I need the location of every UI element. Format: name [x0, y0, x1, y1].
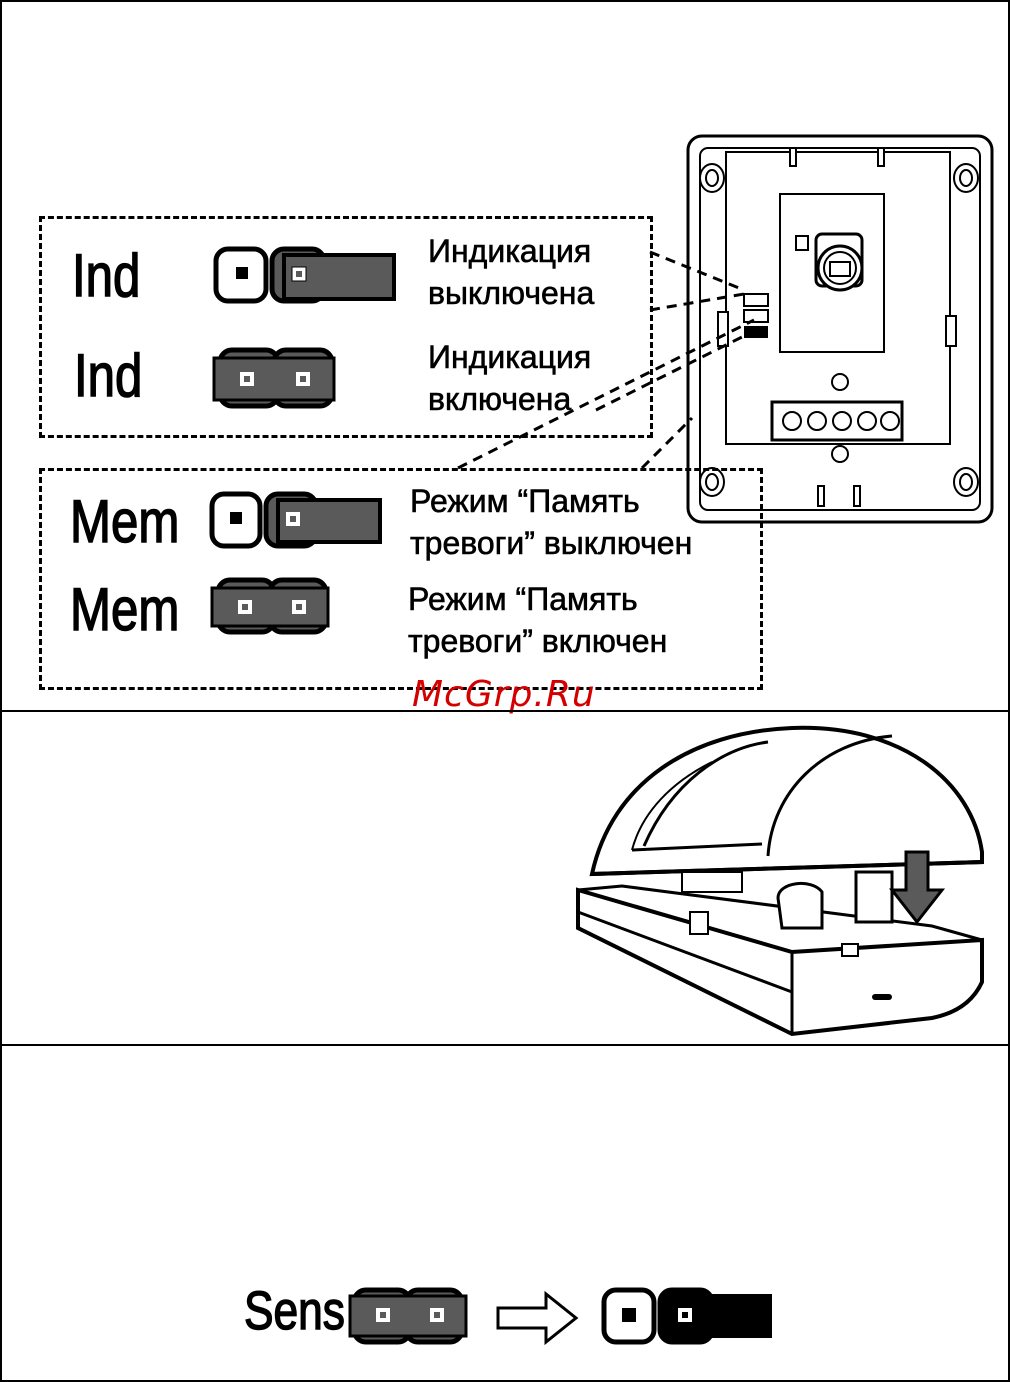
section-jumper-settings: Ind Индикация выключена Ind Индикация вк… — [2, 2, 1008, 710]
ind-off-label: Ind — [72, 246, 140, 306]
section-sensitivity: Sens — [2, 1046, 1008, 1382]
section-cover-closing — [2, 712, 1008, 1044]
mem-on-label: Mem — [70, 580, 179, 640]
mem-on-description: Режим “Память тревоги” включен — [408, 578, 667, 662]
jumper-pins-open-icon — [212, 245, 402, 305]
watermark: McGrp.Ru — [412, 674, 596, 715]
jumper-pins-closed-icon — [208, 576, 338, 636]
jumper-pins-closed-icon — [210, 346, 340, 410]
detector-housing-illustration — [572, 722, 992, 1032]
mem-off-description: Режим “Память тревоги” выключен — [410, 480, 692, 564]
right-arrow-icon — [496, 1292, 580, 1344]
ind-on-description: Индикация включена — [428, 336, 591, 420]
ind-on-label: Ind — [74, 346, 142, 406]
jumper-pins-open-icon — [208, 490, 388, 550]
ind-off-description: Индикация выключена — [428, 230, 594, 314]
sens-label: Sens — [244, 1284, 345, 1338]
jumper-pins-open-icon — [600, 1286, 776, 1346]
jumper-pins-closed-icon — [348, 1286, 468, 1346]
mem-off-label: Mem — [70, 492, 179, 552]
